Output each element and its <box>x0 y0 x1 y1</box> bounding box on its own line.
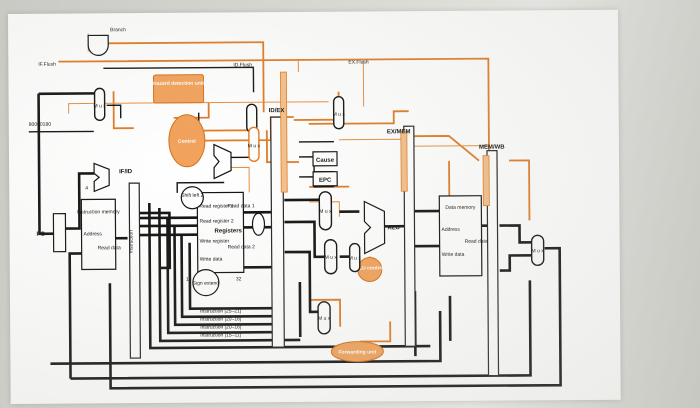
pc-unit: PC <box>37 213 67 253</box>
mux-ex-flush-top: M u x <box>248 126 261 162</box>
epc-register: EPC <box>312 171 338 187</box>
dmem-write-data-label: Write data <box>442 252 465 258</box>
if-flush-label: IF.Flush <box>38 62 56 68</box>
cause-register: Cause <box>312 151 338 167</box>
id-flush-label: ID.Flush <box>233 62 252 68</box>
mux-forward-a: M u x <box>318 191 333 231</box>
register-file: Read register 1 Read data 1 Read registe… <box>196 191 256 274</box>
epc-label: EPC <box>319 178 332 184</box>
diagram-labels: IF.Flush ID.Flush EX.Flush ID/EX EX/MEM … <box>29 59 506 338</box>
bits-32-label: 32 <box>236 276 242 282</box>
forwarding-unit: Forwarding unit <box>330 341 384 363</box>
exmem-label: EX/MEM <box>387 129 411 135</box>
imem-address-label: Address <box>84 231 103 237</box>
alu-control-label: ALU control <box>355 265 384 271</box>
mux-label: M u x <box>318 316 331 322</box>
mux-label: M u x <box>349 256 362 262</box>
ex-flush-label: EX.Flush <box>348 59 369 65</box>
mux-label: M u x <box>248 143 261 149</box>
read-data-1-label: Read data 1 <box>227 203 255 209</box>
memwb-label: MEM/WB <box>479 145 505 151</box>
registers-label: Registers <box>215 228 243 234</box>
read-register-1-label: Read register 1 <box>199 203 233 209</box>
dmem-read-data-label: Read data <box>465 239 488 245</box>
pipeline-datapath-diagram: Hazard detection unit Control Branch PC … <box>28 27 562 390</box>
imem-read-data-label: Read data <box>98 245 121 251</box>
mux-reg-dst: M u x <box>317 301 331 335</box>
mux-pc-select: M u x <box>94 87 107 122</box>
shift-label: Shift left 2 <box>181 193 203 199</box>
mux-label: M u x <box>94 103 107 109</box>
instruction-label: Instruction <box>129 230 135 253</box>
data-wires <box>28 66 562 390</box>
mux-forward-b: M u x <box>323 239 338 275</box>
mux-label: M u x <box>325 255 338 261</box>
hazard-detection-unit: Hazard detection unit <box>152 74 204 104</box>
alu-unit: ALU <box>363 200 400 255</box>
mux-mem-flush: M u x <box>333 95 346 130</box>
write-data-label: Write data <box>200 257 223 263</box>
data-memory: Data memory Address Read data Write data <box>438 195 488 277</box>
mux-label: M u x <box>532 248 545 254</box>
idex-label: ID/EX <box>269 108 285 114</box>
compare-equal-unit <box>251 212 266 236</box>
multiplexers: M u x M u x M u x M u x <box>94 87 545 335</box>
hazard-unit-label: Hazard detection unit <box>153 81 204 87</box>
bits-16-label: 16 <box>186 277 192 283</box>
memwb-register <box>486 149 500 377</box>
read-register-2-label: Read register 2 <box>199 218 233 224</box>
branch-and-unit: Branch <box>87 27 126 56</box>
mux-label: M u x <box>319 209 332 215</box>
control-label: Control <box>178 139 196 145</box>
data-memory-label: Data memory <box>445 205 476 211</box>
ifid-register <box>128 182 142 359</box>
branch-label: Branch <box>110 27 126 33</box>
alu-label: ALU <box>387 225 399 231</box>
pc-adder: 4 <box>85 162 110 193</box>
instruction-memory-label: Instruction memory <box>77 209 120 215</box>
exception-address-label: 80000180 <box>29 122 52 128</box>
forwarding-unit-label: Forwarding unit <box>338 349 376 355</box>
write-register-label: Write register <box>200 238 230 244</box>
read-data-2-label: Read data 2 <box>228 244 256 250</box>
branch-adder <box>213 143 232 180</box>
control-unit: Control <box>168 114 206 168</box>
instruction-memory: Instruction memory Address Read data <box>77 198 121 271</box>
mux-label: M u x <box>333 112 346 118</box>
sign-extend-label: Sign extend <box>193 281 220 287</box>
dmem-address-label: Address <box>441 227 460 233</box>
cause-label: Cause <box>316 158 335 164</box>
four-label: 4 <box>85 185 88 191</box>
instr-25-21-label: Instruction [25–21] <box>200 308 242 314</box>
mux-writeback: M u x <box>530 234 545 267</box>
pc-label: PC <box>37 232 46 238</box>
mux-alu-src: M u x <box>349 242 362 273</box>
instr-20-16b-label: Instruction [20–16] <box>200 324 242 330</box>
instr-20-16-label: Instruction [20–16] <box>200 316 242 322</box>
sign-extend-unit: Sign extend 16 32 <box>186 269 242 297</box>
control-bars <box>280 71 490 207</box>
diagram-sheet: Hazard detection unit Control Branch PC … <box>8 9 621 404</box>
shift-left-2: Shift left 2 <box>180 186 204 210</box>
instr-15-11-label: Instruction [15–11] <box>200 332 241 338</box>
ifid-label: IF/ID <box>119 169 133 175</box>
